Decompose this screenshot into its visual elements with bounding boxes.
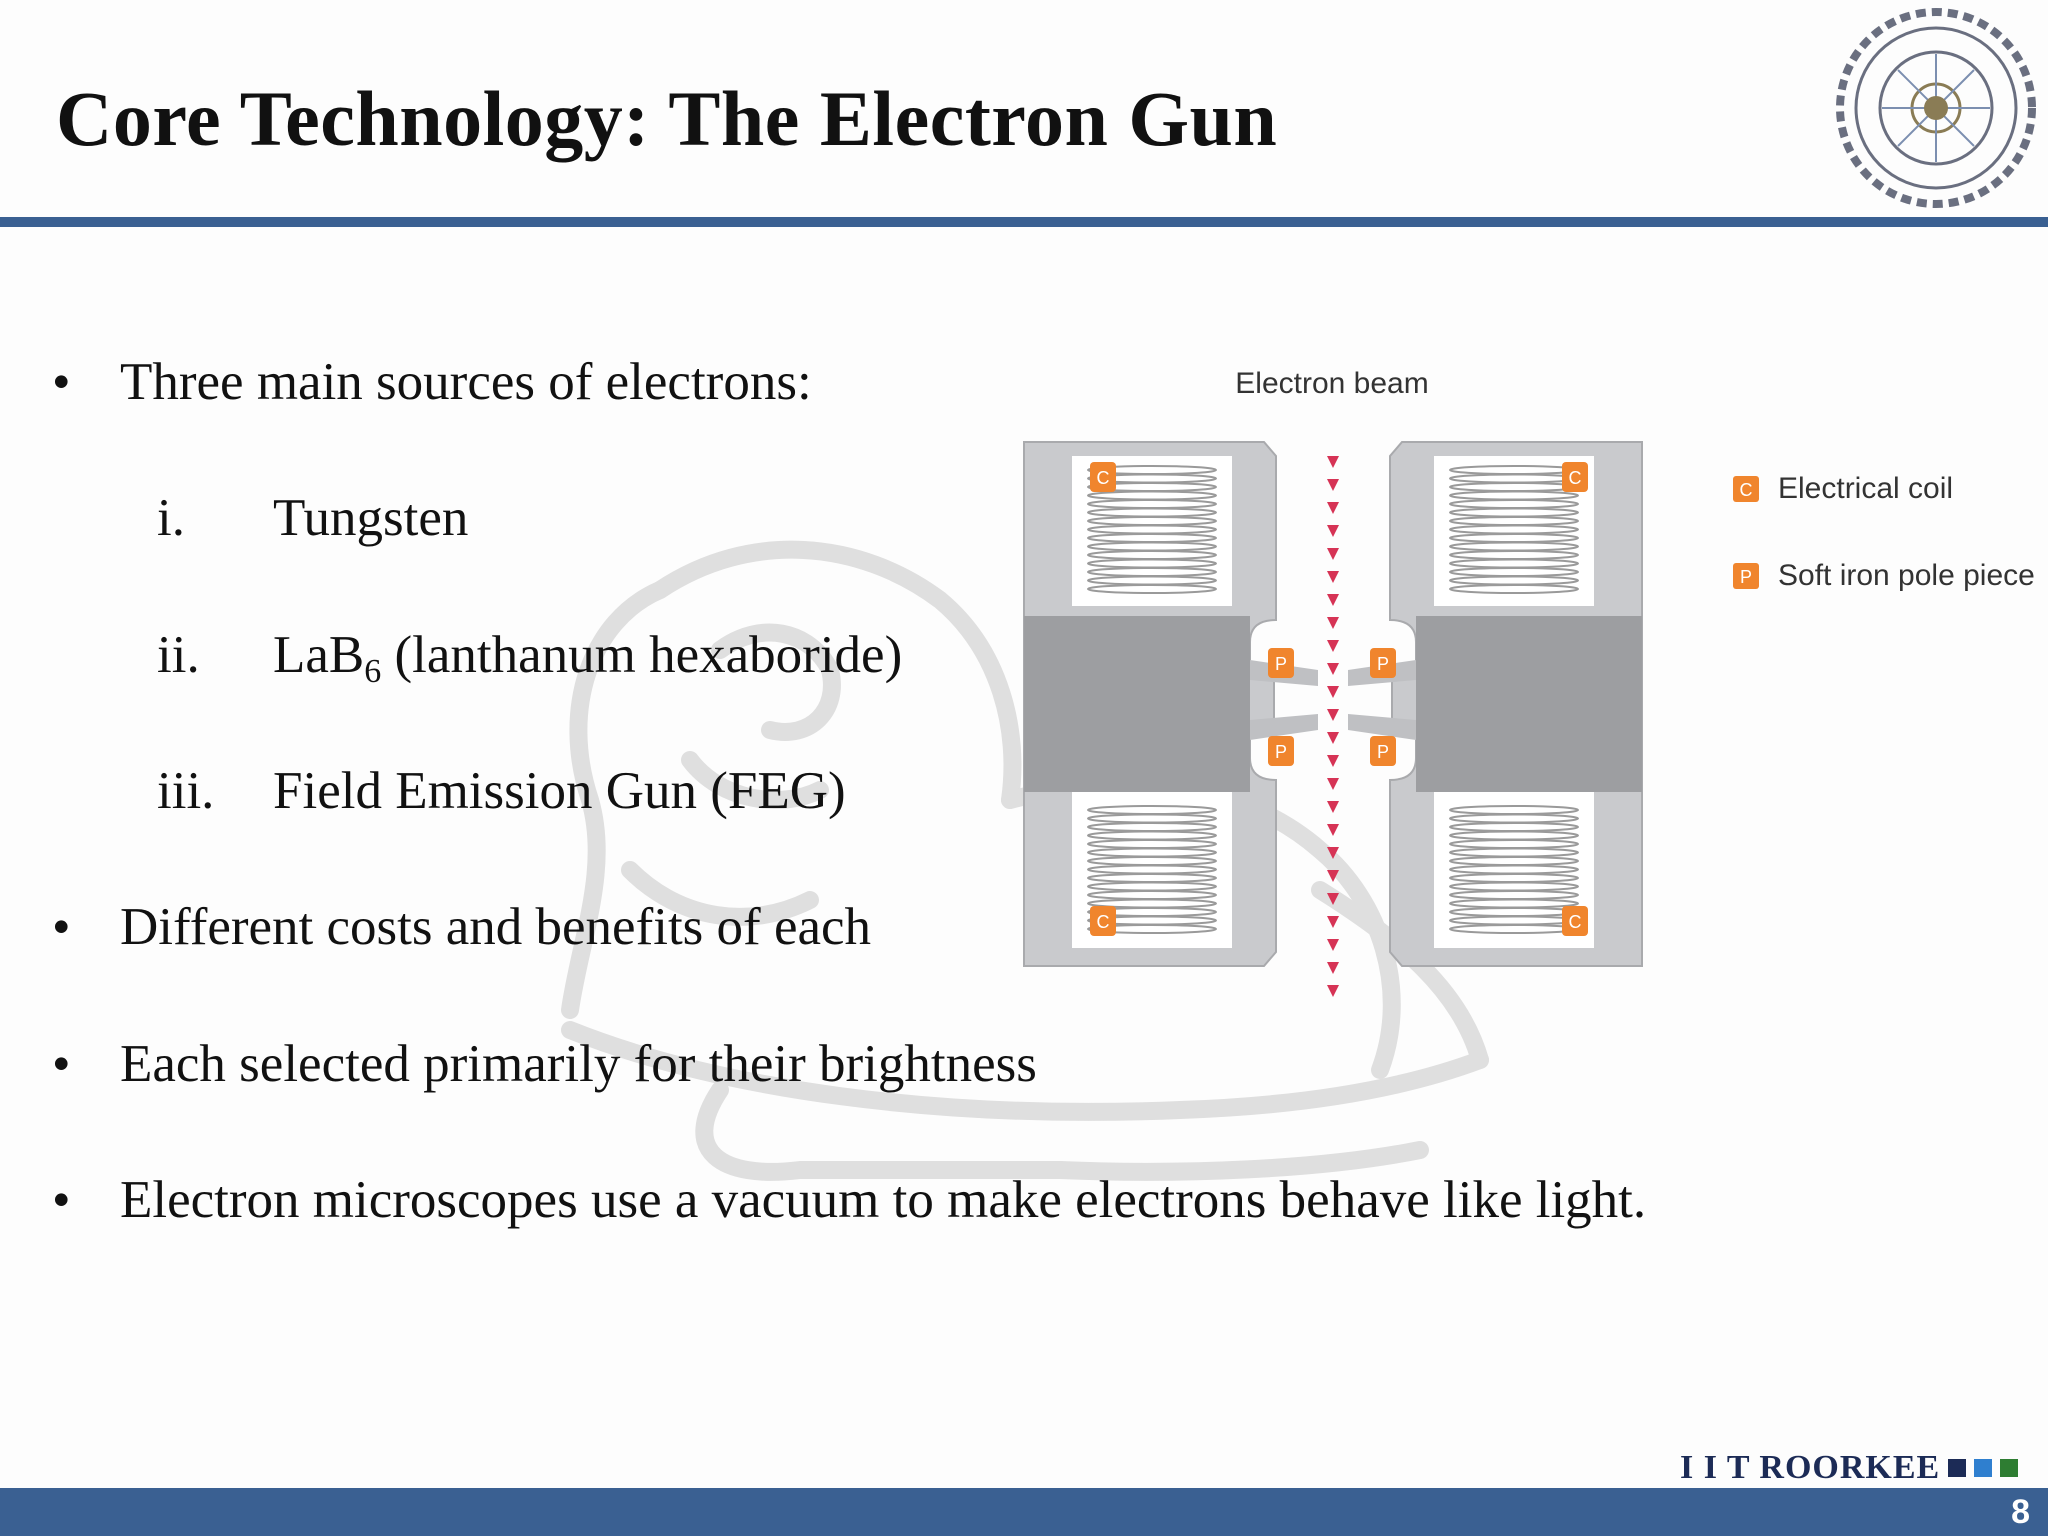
beam-arrow [1327, 916, 1339, 928]
source-item: ii. LaB6 (lanthanum hexaboride) [157, 625, 903, 689]
beam-label: Electron beam [1235, 370, 1428, 400]
iit-roorkee-seal-icon [1836, 8, 2036, 208]
pole-marker-letter: P [1377, 742, 1389, 762]
bullet-item: • Each selected primarily for their brigh… [52, 1034, 1037, 1094]
beam-arrow [1327, 502, 1339, 514]
page-number: 8 [2011, 1493, 2030, 1531]
bullet-text: Electron microscopes use a vacuum to mak… [120, 1171, 1647, 1229]
source-item: i. Tungsten [157, 488, 468, 548]
bullet-text: Different costs and benefits of each [120, 898, 872, 956]
legend-pole-label: Soft iron pole piece [1778, 559, 2035, 592]
bullet-marker: • [52, 353, 71, 411]
pole-tip-lower-right [1348, 714, 1416, 740]
coil-winding [1449, 584, 1579, 594]
coil-marker-swatch [1090, 462, 1116, 492]
legend-pole-swatch [1733, 563, 1759, 589]
bullet-text: Three main sources of electrons: [120, 353, 812, 411]
bullet-text: Each selected primarily for their bright… [120, 1035, 1037, 1093]
coil-marker-swatch [1562, 462, 1588, 492]
coil-marker-swatch [1562, 906, 1588, 936]
left-pole-block [1024, 616, 1250, 792]
source-text-subscript: 6 [364, 653, 382, 690]
beam-arrow [1327, 870, 1339, 882]
bullet-marker: • [52, 1171, 71, 1229]
source-text-rest: (lanthanum hexaboride) [381, 626, 903, 684]
title-divider [0, 217, 2048, 227]
beam-arrow [1327, 824, 1339, 836]
brand-square [1974, 1459, 1993, 1477]
beam-arrow [1327, 755, 1339, 767]
pole-marker-swatch [1268, 736, 1294, 766]
beam-arrow [1327, 525, 1339, 537]
iit-roorkee-brand: I I T ROORKEE [1680, 1448, 2019, 1488]
pole-marker-swatch [1370, 648, 1396, 678]
beam-arrow [1327, 640, 1339, 652]
coil-marker-letter: C [1097, 912, 1110, 932]
coil-winding [1087, 584, 1217, 594]
beam-arrow [1327, 686, 1339, 698]
brand-square [1948, 1459, 1967, 1477]
coil-marker-letter: C [1097, 468, 1110, 488]
coil-marker-letter: C [1569, 468, 1582, 488]
legend-pole-marker: P [1740, 567, 1752, 587]
beam-arrow [1327, 732, 1339, 744]
beam-arrow [1327, 709, 1339, 721]
source-numeral: ii. [157, 626, 200, 684]
pole-tip-lower-left [1250, 714, 1318, 740]
bullet-item: • Electron microscopes use a vacuum to ma… [52, 1170, 1646, 1230]
brand-text: I I T ROORKEE [1680, 1449, 1941, 1486]
beam-arrow [1327, 985, 1339, 997]
diagram-markers: C C C C P P P P [1090, 462, 1588, 936]
pole-marker-letter: P [1377, 654, 1389, 674]
beam-arrow [1327, 617, 1339, 629]
slide-title: Core Technology: The Electron Gun [56, 75, 1278, 162]
coil-windings [1087, 465, 1579, 934]
beam-arrow [1327, 663, 1339, 675]
bullet-item: • Three main sources of electrons: [52, 352, 812, 412]
coil-winding [1087, 924, 1217, 934]
legend-coil-marker: C [1740, 480, 1753, 500]
beam-arrow [1327, 962, 1339, 974]
bullet-item: • Different costs and benefits of each [52, 897, 871, 957]
beam-arrow [1327, 939, 1339, 951]
coil-marker-swatch [1090, 906, 1116, 936]
legend-coil-label: Electrical coil [1778, 472, 1953, 505]
right-pole-block [1416, 616, 1642, 792]
beam-arrow [1327, 456, 1339, 468]
pole-marker-letter: P [1275, 742, 1287, 762]
brand-square [2000, 1459, 2019, 1477]
coil-marker-letter: C [1569, 912, 1582, 932]
diagram-legend: C Electrical coil P Soft iron pole piece [1733, 472, 2035, 592]
beam-arrow [1327, 778, 1339, 790]
pole-marker-swatch [1370, 736, 1396, 766]
beam-arrow [1327, 571, 1339, 583]
bullet-marker: • [52, 1035, 71, 1093]
electron-lens-diagram: Electron beam C C C C P P P P C Electrical coil… [1023, 370, 2035, 997]
footer-bar [0, 1488, 2048, 1536]
source-text-main: LaB [273, 626, 365, 684]
legend-coil-swatch [1733, 476, 1759, 502]
source-item: iii. Field Emission Gun (FEG) [157, 761, 846, 821]
source-text: Field Emission Gun (FEG) [273, 762, 846, 820]
beam-arrow [1327, 479, 1339, 491]
source-text: Tungsten [273, 489, 469, 547]
bullet-marker: • [52, 898, 71, 956]
source-numeral: iii. [157, 762, 215, 820]
beam-arrow [1327, 594, 1339, 606]
beam-arrow [1327, 801, 1339, 813]
pole-marker-swatch [1268, 648, 1294, 678]
source-numeral: i. [157, 489, 185, 547]
electron-beam [1327, 456, 1339, 997]
beam-arrow [1327, 847, 1339, 859]
pole-marker-letter: P [1275, 654, 1287, 674]
beam-arrow [1327, 548, 1339, 560]
beam-arrow [1327, 893, 1339, 905]
